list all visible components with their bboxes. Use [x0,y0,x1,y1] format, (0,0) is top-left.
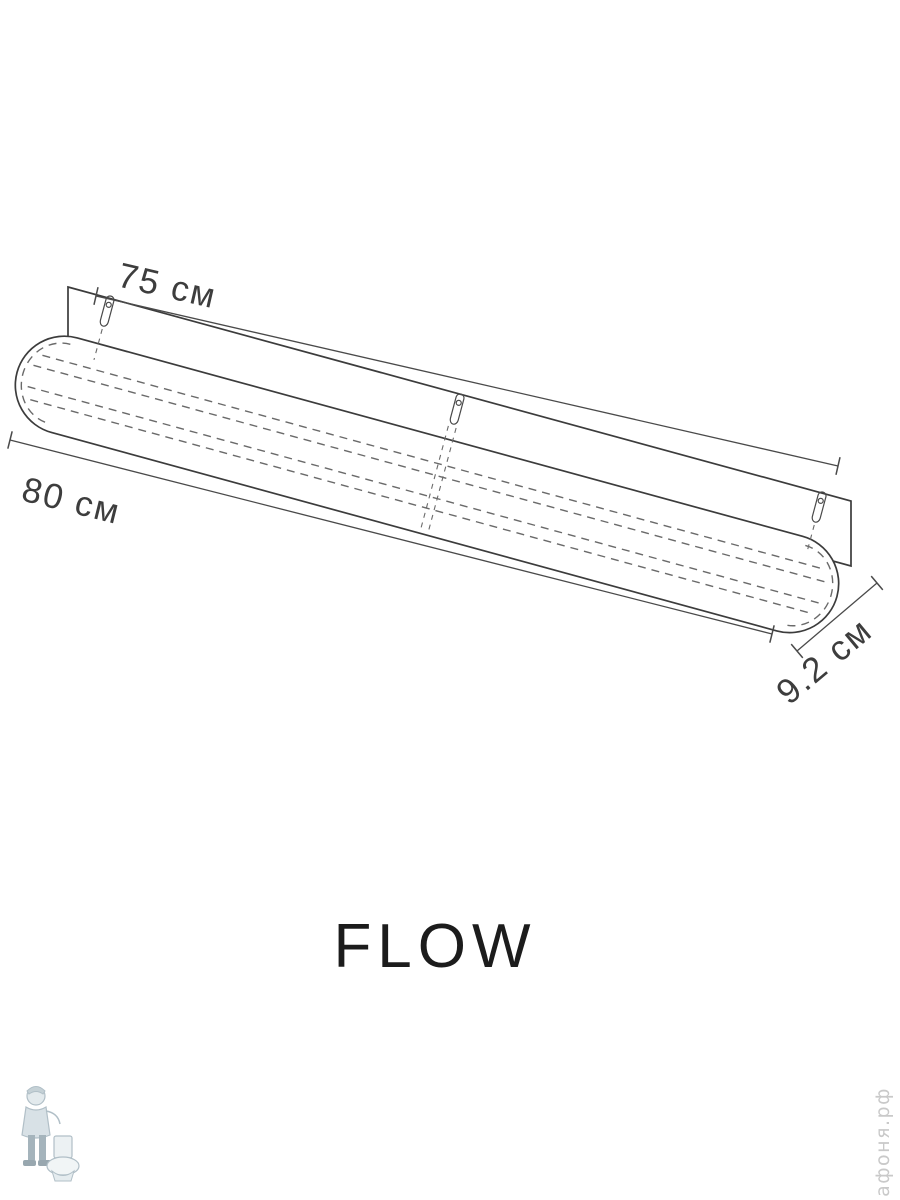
dimension-tick [835,457,841,475]
keyhole-icon [817,497,824,504]
product-name: FLOW [333,912,536,981]
dimension-label-width-bottom: 80 см [18,470,125,532]
mounting-bracket-left [93,295,115,361]
plumber-icon [21,1086,61,1166]
dimension-line [95,295,839,467]
mounting-bracket-right [806,491,827,553]
dimension-line [796,582,878,652]
dimension-tick [769,625,775,643]
capsule-outline [14,335,840,634]
toilet-icon [46,1135,80,1182]
watermark-logo [21,1086,80,1182]
hidden-edges [20,342,834,627]
keyhole-icon [455,399,462,406]
watermark-text: афоня.рф [872,1087,894,1197]
hidden-right-cap-edge [783,544,834,627]
keyhole-icon [105,301,112,308]
dimension-line [9,439,773,635]
dimension-tick [790,643,804,659]
fixture-body [14,335,840,634]
dimension-tick [93,287,99,305]
dimension-tick [7,431,13,449]
hidden-left-cap-edge [20,342,71,425]
dimension-tick [870,575,884,591]
